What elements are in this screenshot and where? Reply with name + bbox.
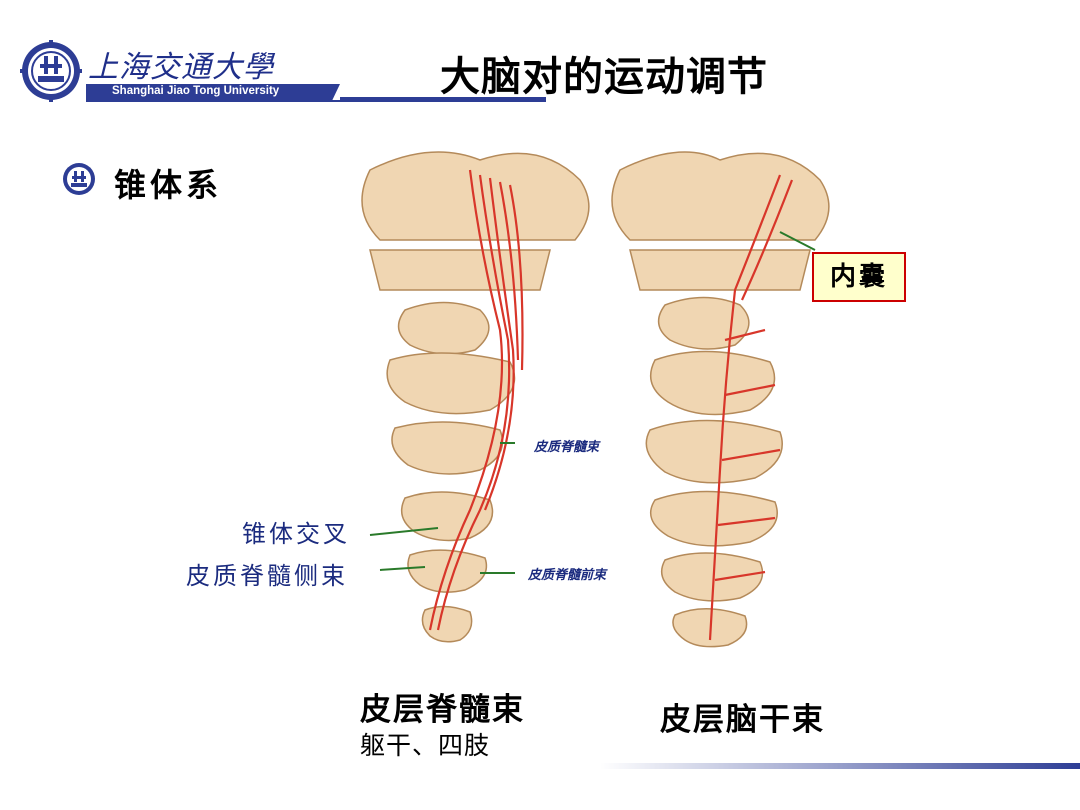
- left-tract-lines: [428, 169, 524, 631]
- corticospinal-column: [361, 151, 590, 643]
- corticospinal-subcaption: 躯干、四肢: [360, 731, 491, 760]
- logo-chinese-name: 上海交通大學: [88, 50, 274, 85]
- header-rule-accent: [340, 97, 546, 102]
- right-tract-lines: [708, 174, 794, 641]
- corticospinal-caption: 皮层脊髓束: [360, 692, 525, 728]
- corticospinal-tract-label: 皮质脊髓束: [534, 440, 600, 455]
- right-cerebral-section: [611, 151, 830, 241]
- left-cerebral-section: [361, 151, 590, 241]
- anterior-corticospinal-tract-label: 皮质脊髓前束: [528, 568, 607, 583]
- corticobulbar-caption: 皮层脑干束: [660, 702, 825, 738]
- label-leaders: [369, 231, 816, 574]
- bullet-heading: 锥体系: [114, 166, 223, 204]
- logo-english-name: Shanghai Jiao Tong University: [112, 85, 280, 97]
- sjtu-seal-icon: [63, 163, 95, 195]
- pyramidal-decussation-label: 锥体交叉: [242, 520, 350, 548]
- university-seal-icon: [20, 40, 82, 102]
- logo-band: [86, 84, 340, 100]
- lateral-corticospinal-tract-label: 皮质脊髓侧束: [186, 562, 348, 590]
- footer-rule: [600, 763, 1080, 769]
- page-title: 大脑对的运动调节: [440, 54, 768, 100]
- corticobulbar-column: [611, 151, 830, 648]
- header-rule: [86, 100, 546, 102]
- pyramidal-tract-diagram: [361, 151, 830, 648]
- internal-capsule-label: 内囊: [812, 252, 906, 302]
